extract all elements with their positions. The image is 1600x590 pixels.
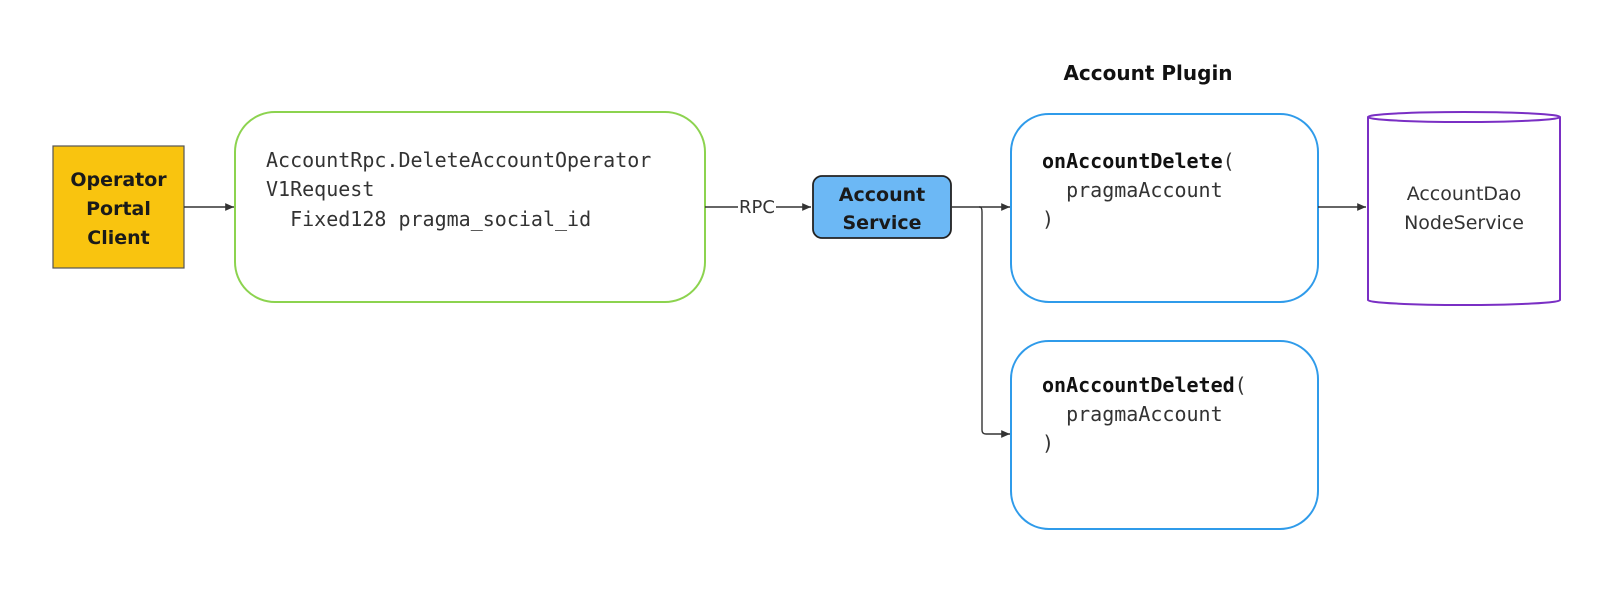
service-to-deleted-arrow xyxy=(979,206,1010,438)
rpc-label: RPC xyxy=(739,197,775,218)
on-account-delete-arg: pragmaAccount xyxy=(1042,178,1223,202)
on-account-delete-close: ) xyxy=(1042,207,1054,231)
delete-request-node[interactable]: AccountRpc.DeleteAccountOperator V1Reque… xyxy=(234,111,706,303)
account-dao-datastore-node[interactable]: AccountDao NodeService xyxy=(1367,111,1561,306)
on-account-delete-open: ( xyxy=(1223,149,1235,173)
on-account-delete-node[interactable]: onAccountDelete( pragmaAccount ) xyxy=(1010,113,1319,303)
account-plugin-title: Account Plugin xyxy=(1063,61,1232,85)
on-account-deleted-arg: pragmaAccount xyxy=(1042,402,1223,426)
service-label-line-2: Service xyxy=(843,212,922,234)
on-account-deleted-open: ( xyxy=(1235,373,1247,397)
on-account-deleted-name: onAccountDeleted xyxy=(1042,373,1235,397)
on-account-delete-signature: onAccountDelete( xyxy=(1042,149,1235,173)
service-label-line-1: Account xyxy=(839,184,925,206)
client-label-line-1: Operator xyxy=(70,169,167,191)
client-label-line-3: Client xyxy=(87,227,149,249)
on-account-delete-name: onAccountDelete xyxy=(1042,149,1223,173)
request-line-1: AccountRpc.DeleteAccountOperator xyxy=(266,148,651,172)
request-line-3: Fixed128 pragma_social_id xyxy=(266,207,591,231)
account-service-node[interactable]: Account Service xyxy=(812,175,952,239)
operator-portal-client-node[interactable]: Operator Portal Client xyxy=(52,145,185,269)
on-account-deleted-close: ) xyxy=(1042,431,1054,455)
client-label-line-2: Portal xyxy=(86,198,151,220)
on-account-deleted-node[interactable]: onAccountDeleted( pragmaAccount ) xyxy=(1010,340,1319,530)
on-account-deleted-signature: onAccountDeleted( xyxy=(1042,373,1247,397)
request-line-2: V1Request xyxy=(266,177,374,201)
datastore-label-line-2: NodeService xyxy=(1404,212,1524,234)
datastore-label-line-1: AccountDao xyxy=(1407,183,1522,205)
rpc-connector: RPC xyxy=(705,197,811,218)
